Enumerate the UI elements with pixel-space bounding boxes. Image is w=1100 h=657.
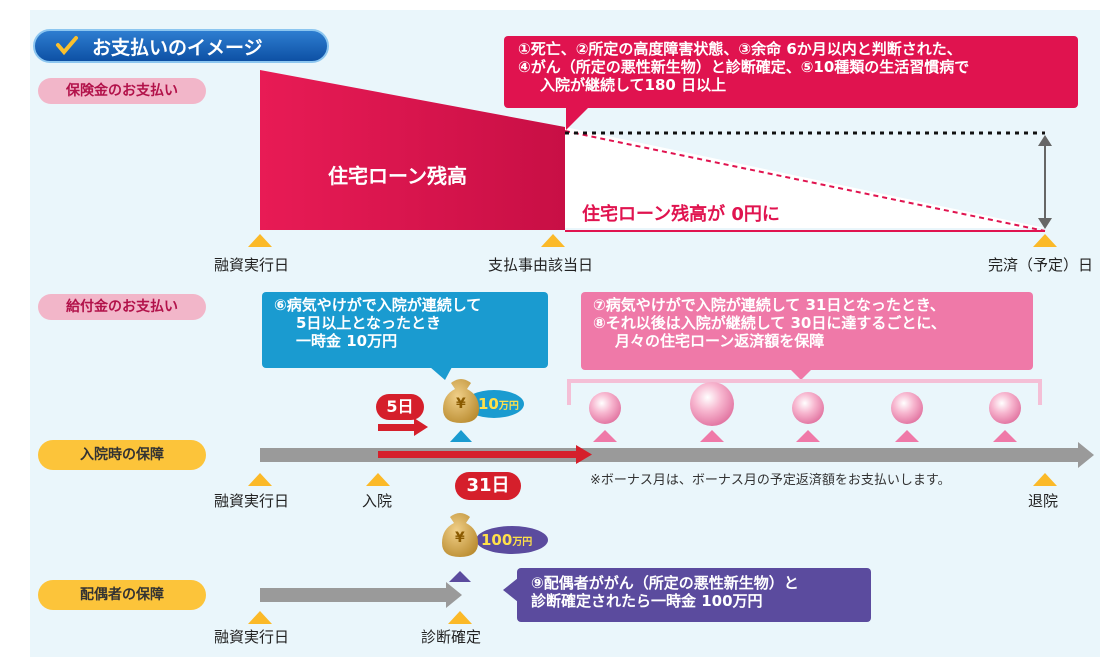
axis-label-loan-start: 融資実行日 <box>214 256 290 274</box>
insurance-callout: ①死亡、②所定の高度障害状態、③余命 6か月以内と判断された、 ④がん（所定の悪… <box>504 36 1078 108</box>
payment-marker <box>796 430 820 442</box>
check-icon <box>56 36 78 56</box>
axis-marker <box>1033 234 1057 247</box>
money-bag-symbol: ¥ <box>455 530 465 546</box>
timeline-arrowhead <box>1078 442 1094 468</box>
callout-line: 月々の住宅ローン返済額を保障 <box>615 332 825 350</box>
axis-label-loan-start: 融資実行日 <box>214 492 290 510</box>
money-bag-icon <box>443 379 479 423</box>
spouse-lump-sum-amount: 100万円 <box>481 530 532 549</box>
payout-arrow-down <box>1038 218 1052 229</box>
five-day-badge: 5日 <box>376 394 424 420</box>
callout-line: 一時金 10万円 <box>296 332 398 350</box>
axis-label-diagnosis: 診断確定 <box>421 628 482 646</box>
amount-badge <box>476 526 548 554</box>
zero-balance-area <box>565 127 1045 228</box>
amount-unit: 万円 <box>498 401 519 412</box>
bonus-month-note: ※ボーナス月は、ボーナス月の予定返済額をお支払いします。 <box>590 473 951 488</box>
callout-line: ⑦病気やけがで入院が連続して 31日となったとき、 <box>593 296 945 314</box>
loan-balance-area <box>260 70 565 230</box>
callout-line: ①死亡、②所定の高度障害状態、③余命 6か月以内と判断された、 <box>518 40 962 58</box>
axis-marker <box>541 234 565 247</box>
thirty-one-day-badge: 31日 <box>455 472 521 500</box>
monthly-payment-ball <box>891 392 923 424</box>
lump-sum-marker <box>450 430 472 442</box>
axis-label-admission: 入院 <box>362 492 393 510</box>
balance-decline-line <box>564 130 1046 232</box>
monthly-benefit-callout: ⑦病気やけがで入院が連続して 31日となったとき、 ⑧それ以後は入院が継続して … <box>581 292 1033 370</box>
callout-tail <box>566 106 590 130</box>
page-title: お支払いのイメージ <box>92 37 263 59</box>
five-day-arrowhead <box>414 418 428 436</box>
lump-sum-marker <box>449 571 471 582</box>
spouse-callout: ⑨配偶者ががん（所定の悪性新生物）と 診断確定されたら一時金 100万円 <box>517 568 871 622</box>
payment-marker <box>700 430 724 442</box>
callout-line: 5日以上となったとき <box>296 314 441 332</box>
thirty-one-day-arrowhead <box>576 445 592 464</box>
axis-marker <box>248 234 272 247</box>
header-pill <box>33 29 329 63</box>
five-day-arrow <box>378 424 416 431</box>
timeline-arrowhead <box>446 582 462 608</box>
callout-line: ⑥病気やけがで入院が連続して <box>274 296 482 314</box>
axis-marker <box>248 611 272 624</box>
callout-line: 診断確定されたら一時金 100万円 <box>531 592 763 610</box>
payment-marker <box>993 430 1017 442</box>
amount-number: 100 <box>481 531 513 549</box>
insurance-section-label: 保険金のお支払い <box>38 78 206 104</box>
axis-label-discharge: 退院 <box>1028 492 1059 510</box>
loan-balance-label: 住宅ローン残高 <box>328 164 467 188</box>
hospital-section-label: 入院時の保障 <box>38 440 206 470</box>
lump-sum-callout: ⑥病気やけがで入院が連続して 5日以上となったとき 一時金 10万円 <box>262 292 548 368</box>
callout-line: 入院が継続して180 日以上 <box>540 76 727 94</box>
payout-arrow-up <box>1038 135 1052 146</box>
monthly-payment-ball <box>792 392 824 424</box>
money-bag-symbol: ¥ <box>456 396 466 412</box>
callout-line: ⑧それ以後は入院が継続して 30日に達するごとに、 <box>593 314 946 332</box>
thirty-one-day-arrow <box>378 451 578 458</box>
benefit-section-label: 給付金のお支払い <box>38 294 206 320</box>
lump-sum-amount: 10万円 <box>478 394 519 413</box>
money-bag-icon <box>442 513 478 557</box>
monthly-payment-ball <box>989 392 1021 424</box>
payment-marker <box>895 430 919 442</box>
callout-tail <box>503 578 518 602</box>
axis-marker <box>248 473 272 486</box>
axis-marker <box>366 473 390 486</box>
callout-line: ④がん（所定の悪性新生物）と診断確定、⑤10種類の生活習慣病で <box>518 58 970 76</box>
callout-line: ⑨配偶者ががん（所定の悪性新生物）と <box>531 574 799 592</box>
axis-marker <box>1033 473 1057 486</box>
amount-unit: 万円 <box>512 537 533 548</box>
axis-label-completion: 完済（予定）日 <box>988 256 1094 274</box>
axis-marker <box>448 611 472 624</box>
amount-number: 10 <box>478 395 499 413</box>
callout-tail <box>430 367 452 380</box>
amount-badge <box>464 390 524 418</box>
monthly-payment-ball <box>589 392 621 424</box>
axis-label-payout-date: 支払事由該当日 <box>488 256 594 274</box>
monthly-bracket <box>567 379 1042 405</box>
axis-label-loan-start: 融資実行日 <box>214 628 290 646</box>
callout-tail <box>790 369 812 380</box>
monthly-payment-ball <box>690 382 734 426</box>
payment-marker <box>593 430 617 442</box>
spouse-timeline <box>260 588 448 602</box>
spouse-section-label: 配偶者の保障 <box>38 580 206 610</box>
zero-balance-label: 住宅ローン残高が 0円に <box>582 204 780 225</box>
